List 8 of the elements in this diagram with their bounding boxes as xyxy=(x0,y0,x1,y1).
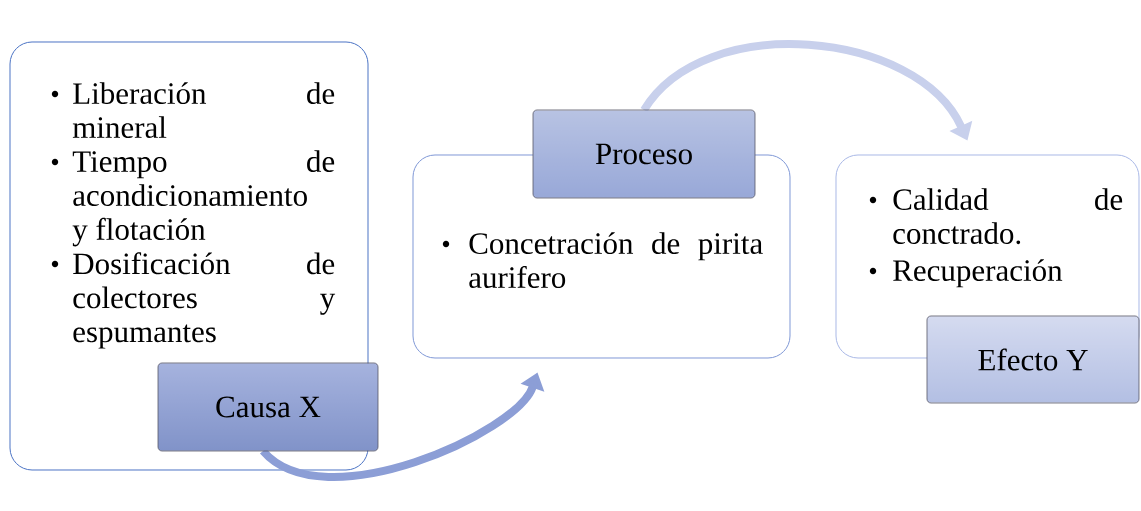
label-tab: Proceso xyxy=(532,109,756,199)
bullet-text: Calidad de conctrado. xyxy=(893,188,1123,245)
label-tab: Causa X xyxy=(157,362,379,452)
label-tab: Efecto Y xyxy=(926,315,1140,404)
bullet-text: Dosificación de colectores y espumantes xyxy=(73,252,336,349)
bullet-text: Recuperación xyxy=(893,259,1063,288)
bullet-text: Tiempo de acondicionamiento y flotación xyxy=(72,150,335,247)
bullet-text: Concetración de pirita aurifero xyxy=(469,232,763,289)
